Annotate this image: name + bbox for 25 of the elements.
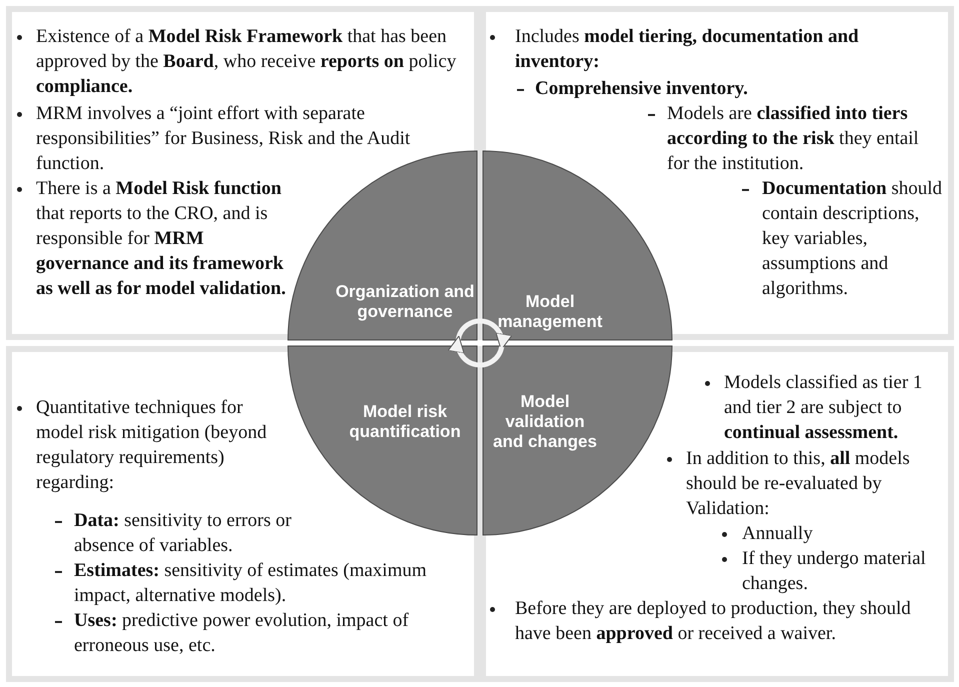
- segment-label: Organization and governance: [334, 282, 476, 322]
- bullet-text: Documentation should contain descriptions, key variables, assumptions and algorithms.: [762, 177, 943, 301]
- bullet-text: Existence of a Model Risk Framework that has been approved by the Board, who receive reports on policy compliance.: [36, 25, 458, 99]
- text-panel: [480, 346, 954, 682]
- text-panel: [6, 6, 480, 340]
- bullet-text: Before they are deployed to production, they should have been approved or received a waiver.: [515, 597, 912, 646]
- bullet-text: Includes model tiering, documentation and inventory:: [515, 25, 860, 74]
- bullet-text: Quantitative techniques for model risk mitigation (beyond regulatory requirements) regarding:: [36, 396, 268, 495]
- bullet-text: Data: sensitivity to errors or absence of variables.: [74, 509, 292, 558]
- bullet-text: Models classified as tier 1 and tier 2 are subject to continual assessment.: [724, 371, 924, 445]
- bullet-text: MRM involves a “joint effort with separate responsibilities” for Business, Risk and the Audit function.: [36, 102, 412, 176]
- text-panel: [480, 6, 954, 340]
- bullet-text: Comprehensive inventory.: [535, 77, 749, 101]
- bullet-text: If they undergo material changes.: [742, 547, 927, 596]
- bullet-text: Uses: predictive power evolution, impact of erroneous use, etc.: [74, 609, 410, 658]
- bullet-text: Annually: [742, 522, 814, 546]
- bullet-text: Estimates: sensitivity of estimates (maximum impact, alternative models).: [74, 559, 428, 608]
- cycle-arrow: [448, 336, 504, 368]
- bullet-text: In addition to this, all models should be re-evaluated by Validation:: [686, 447, 911, 521]
- segment-label: Model validation and changes: [492, 392, 598, 452]
- bullet-text: There is a Model Risk function that reports to the CRO, and is responsible for MRM governance and its framework as well as for model validation.: [36, 177, 287, 301]
- text-panel: [6, 346, 480, 682]
- segment-label: Model management: [496, 292, 604, 332]
- segment-label: Model risk quantification: [348, 402, 462, 442]
- bullet-text: Models are classified into tiers according to the risk they entail for the institution.: [667, 102, 920, 176]
